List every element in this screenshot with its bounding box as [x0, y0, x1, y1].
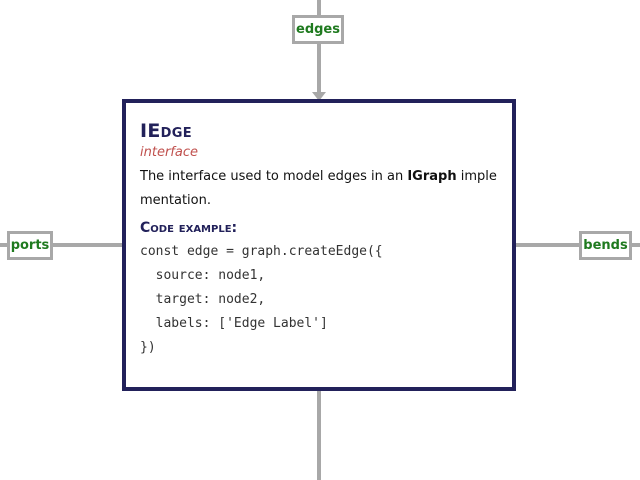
edge-label-edges[interactable]: edges	[292, 15, 344, 44]
code-line: source: node1,	[140, 268, 266, 283]
code-line: target: node2,	[140, 292, 266, 307]
description-link-igraph: IGraph	[407, 169, 457, 184]
edge-label-ports[interactable]: ports	[7, 231, 53, 260]
code-example-heading: Code example:	[140, 220, 238, 236]
iedge-node[interactable]: IEdge interface The interface used to mo…	[122, 99, 516, 391]
code-example-block: const edge = graph.createEdge({ source: …	[140, 240, 498, 360]
description-text-after: implementation.	[140, 169, 497, 208]
node-description: The interface used to model edges in an …	[140, 165, 498, 213]
code-line: })	[140, 340, 156, 355]
code-line: const edge = graph.createEdge({	[140, 244, 383, 259]
edge-label-bends[interactable]: bends	[579, 231, 632, 260]
code-line: labels: ['Edge Label']	[140, 316, 328, 331]
edge-arrowhead-top	[312, 92, 326, 101]
description-text-before: The interface used to model edges in an	[140, 169, 408, 184]
node-type-label: interface	[140, 145, 198, 160]
node-title: IEdge	[140, 120, 192, 142]
node-content: IEdge interface The interface used to mo…	[126, 103, 512, 387]
